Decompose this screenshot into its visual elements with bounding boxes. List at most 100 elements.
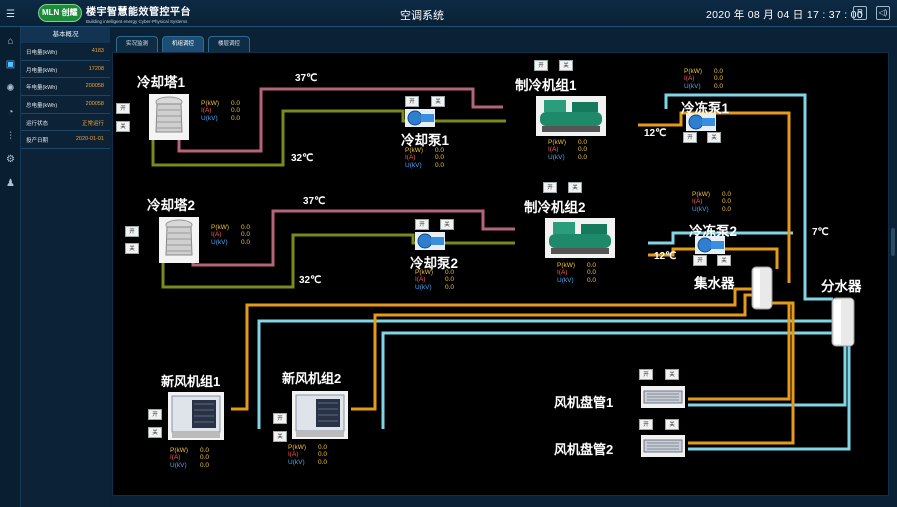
menu-collapse-icon[interactable]: ☰ [6, 9, 15, 20]
tab-unit-control[interactable]: 机组调控 [162, 36, 204, 52]
brand-logo: MLN 创耀 [38, 4, 82, 22]
brand-title: 楼宇智慧能效管控平台 [86, 7, 191, 18]
brand-subtitle: Building intelligent energy Cyber-Physic… [86, 19, 188, 24]
cooling-tower-1-icon[interactable] [149, 94, 189, 140]
ahu1-off-button[interactable]: 关 [148, 427, 162, 438]
tower1-readout: P(kW)0.0 I(A)0.0 U(kV)0.0 [201, 100, 241, 122]
chiller2-label: 制冷机组2 [524, 200, 586, 215]
pipe-return-5 [688, 301, 791, 401]
pump1-off-button[interactable]: 关 [431, 96, 445, 107]
tower2-on-button[interactable]: 开 [125, 226, 139, 237]
pump1-label: 冷却泵1 [401, 133, 450, 148]
ahu2-readout: P(kW)0.0 I(A)0.0 U(kV)0.0 [288, 444, 328, 466]
collector-label: 集水器 [694, 276, 735, 291]
tower1-cold-temp: 32℃ [291, 153, 314, 164]
pipe-supply-2 [648, 231, 793, 245]
brand: 楼宇智慧能效管控平台 Building intelligent energy C… [86, 3, 191, 24]
tower2-hot-temp: 37℃ [303, 196, 326, 207]
tower2-off-button[interactable]: 关 [125, 243, 139, 254]
fcu1-on-button[interactable]: 开 [639, 369, 653, 380]
overview-row: 运行状态正常运行 [21, 114, 110, 132]
fpump1-on-button[interactable]: 开 [683, 132, 697, 143]
fpump2-on-button[interactable]: 开 [693, 255, 707, 266]
chiller2-readout: P(kW)0.0 I(A)0.0 U(kV)0.0 [557, 262, 597, 284]
tower1-hot-temp: 37℃ [295, 73, 318, 84]
ahu2-label: 新风机组2 [282, 371, 342, 386]
fan-coil-1-icon[interactable] [641, 386, 685, 408]
tower1-label: 冷却塔1 [137, 75, 186, 90]
pipe-supply-1 [664, 93, 833, 301]
air-handling-unit-2-icon[interactable] [292, 391, 348, 439]
ahu1-label: 新风机组1 [161, 374, 221, 389]
chiller-2-icon[interactable] [545, 218, 615, 258]
alarm-icon[interactable]: ✺ [6, 83, 15, 94]
pump1-readout: P(kW)0.0 I(A)0.0 U(kV)0.0 [405, 147, 445, 169]
pipe-supply-4 [381, 315, 835, 429]
chiller1-label: 制冷机组1 [515, 78, 577, 93]
pipe-hot-1 [177, 87, 503, 153]
chiller-1-icon[interactable] [536, 96, 606, 136]
home-icon[interactable]: ⌂ [7, 36, 14, 47]
ahu2-on-button[interactable]: 开 [273, 413, 287, 424]
gear-icon[interactable]: ⚙ [6, 154, 15, 165]
fpump1-label: 冷冻泵1 [681, 101, 730, 116]
cooling-pump-2-icon[interactable] [415, 232, 445, 250]
fan-coil-2-icon[interactable] [641, 435, 685, 457]
tab-floor-control[interactable]: 楼层调控 [208, 36, 250, 52]
fpump1-off-button[interactable]: 关 [707, 132, 721, 143]
chiller1-readout: P(kW)0.0 I(A)0.0 U(kV)0.0 [548, 139, 588, 161]
tower1-on-button[interactable]: 开 [116, 103, 130, 114]
pipe-cold-1 [151, 109, 506, 167]
pump1-on-button[interactable]: 开 [405, 96, 419, 107]
chilled-pump-1-icon[interactable] [686, 113, 716, 131]
divider-label: 分水器 [821, 279, 862, 294]
chiller2-off-button[interactable]: 关 [568, 182, 582, 193]
pump2-off-button[interactable]: 关 [440, 219, 454, 230]
chart-icon[interactable]: ◔ [7, 107, 14, 118]
pipe-return-3 [231, 287, 753, 411]
pipe-network [151, 87, 851, 451]
air-handling-unit-1-icon[interactable] [168, 392, 224, 440]
water-divider-icon[interactable] [831, 296, 855, 348]
cooling-pump-1-icon[interactable] [405, 109, 435, 127]
hvac-schematic: 冷却塔1 开 关 P(kW)0.0 I(A)0.0 U(kV)0.0 37℃ 3… [112, 52, 889, 496]
chiller1-on-button[interactable]: 开 [534, 60, 548, 71]
chiller2-on-button[interactable]: 开 [543, 182, 557, 193]
top-bar: MLN 创耀 楼宇智慧能效管控平台 Building intelligent e… [0, 0, 897, 27]
pipe-return-1 [638, 111, 791, 283]
ahu2-off-button[interactable]: 关 [273, 431, 287, 442]
tower2-label: 冷却塔2 [147, 198, 196, 213]
pipe-return-6 [688, 301, 795, 445]
chiller1-off-button[interactable]: 关 [559, 60, 573, 71]
person-icon[interactable]: ♟ [6, 178, 15, 189]
fcu2-label: 风机盘管2 [554, 442, 614, 457]
scroll-handle[interactable] [891, 228, 895, 256]
datetime: 2020 年 08 月 04 日 17 : 37 : 00 [706, 9, 863, 21]
supply-temp: 7℃ [812, 227, 829, 238]
pump2-label: 冷却泵2 [410, 256, 459, 271]
tower1-off-button[interactable]: 关 [116, 121, 130, 132]
fcu1-label: 风机盘管1 [554, 395, 614, 410]
monitor-icon[interactable]: ▣ [5, 59, 16, 70]
fcu2-on-button[interactable]: 开 [639, 419, 653, 430]
overview-row: 日电量(kWh)4183 [21, 43, 110, 61]
pipe-cold-2 [161, 233, 515, 289]
chw2-temp: 12℃ [654, 251, 677, 262]
ahu1-on-button[interactable]: 开 [148, 409, 162, 420]
settings-sliders-icon[interactable]: ⫶ [9, 131, 12, 142]
cooling-tower-2-icon[interactable] [159, 217, 199, 263]
fpump2-off-button[interactable]: 关 [717, 255, 731, 266]
pump2-on-button[interactable]: 开 [415, 219, 429, 230]
fcu2-off-button[interactable]: 关 [665, 419, 679, 430]
tab-live-monitor[interactable]: 实况监测 [116, 36, 158, 52]
user-icon[interactable]: R [853, 6, 867, 20]
pipe-return-2 [648, 247, 779, 269]
overview-title: 基本概况 [21, 27, 110, 43]
fcu1-off-button[interactable]: 关 [665, 369, 679, 380]
ahu1-readout: P(kW)0.0 I(A)0.0 U(kV)0.0 [170, 447, 210, 469]
water-collector-icon[interactable] [751, 265, 773, 311]
fpump1-readout: P(kW)0.0 I(A)0.0 U(kV)0.0 [684, 68, 724, 90]
sound-icon[interactable]: ◁) [876, 6, 890, 20]
chilled-pump-2-icon[interactable] [695, 236, 725, 254]
